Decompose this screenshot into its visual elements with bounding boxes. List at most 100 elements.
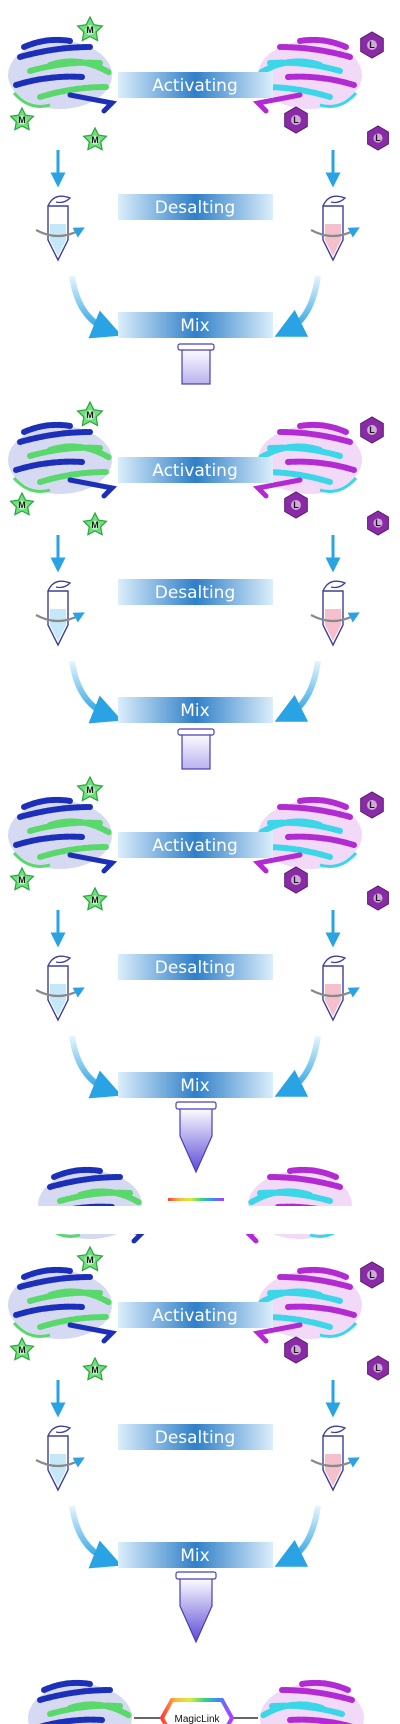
- m-reagent-star-symbol: M: [18, 1345, 26, 1355]
- l-reagent-hexagon-symbol: L: [375, 1363, 381, 1373]
- l-reagent-hexagon-symbol: L: [369, 1270, 375, 1280]
- l-reagent-hexagon: L: [360, 31, 384, 59]
- m-reagent-star: M: [76, 15, 104, 42]
- l-reagent-hexagon-symbol: L: [369, 40, 375, 50]
- preview-linker: [168, 1198, 224, 1201]
- desalting-band: [118, 194, 273, 220]
- desalting-label: Desalting: [155, 958, 236, 978]
- l-reagent-hexagon-symbol: L: [293, 875, 299, 885]
- right-protein: [252, 36, 362, 114]
- left-desalting-column-spin-icon: [35, 227, 85, 238]
- m-reagent-star-symbol: M: [18, 500, 26, 510]
- m-reagent-star-symbol: M: [86, 25, 94, 35]
- left-desalting-column-spin-icon: [35, 612, 85, 623]
- left-desalting-column-spin-icon: [35, 1457, 85, 1468]
- activating-band: [118, 457, 273, 483]
- right-desalting-column: [310, 1425, 360, 1492]
- l-reagent-hexagon: L: [360, 416, 384, 444]
- l-reagent-hexagon-symbol: L: [369, 800, 375, 810]
- m-reagent-star-symbol: M: [86, 1255, 94, 1265]
- l-reagent-hexagon: L: [284, 491, 308, 519]
- conjugate-left-protein: [28, 1679, 133, 1724]
- right-desalting-column-spin-icon: [310, 612, 360, 623]
- m-reagent-star-symbol: M: [91, 895, 99, 905]
- right-protein: [252, 1266, 362, 1344]
- right-mix-arrow: [274, 275, 321, 337]
- m-reagent-star-symbol: M: [91, 520, 99, 530]
- l-reagent-hexagon: L: [367, 125, 389, 151]
- desalting-label: Desalting: [155, 583, 236, 603]
- left-protein: [8, 1266, 118, 1344]
- m-reagent-star: M: [9, 491, 35, 516]
- m-reagent-star: M: [76, 400, 104, 427]
- mix-band: [118, 1072, 273, 1098]
- mix-label: Mix: [180, 1076, 209, 1096]
- desalting-label: Desalting: [155, 198, 236, 218]
- m-reagent-star: M: [82, 886, 108, 911]
- right-desalting-column: [310, 195, 360, 262]
- conjugate-preview-strip: [0, 1166, 400, 1244]
- l-reagent-hexagon-symbol: L: [375, 893, 381, 903]
- m-reagent-star-symbol: M: [91, 135, 99, 145]
- right-protein: [252, 421, 362, 499]
- left-mix-arrow: [69, 1505, 122, 1569]
- mix-label: Mix: [180, 1546, 209, 1566]
- left-desalting-column-spin-icon: [35, 987, 85, 998]
- magiclink-hexagon: [159, 1698, 235, 1724]
- left-protein: [8, 796, 118, 874]
- activating-label: Activating: [152, 1306, 238, 1326]
- mixed-tube: [175, 1571, 217, 1644]
- l-reagent-hexagon: L: [284, 1336, 308, 1364]
- m-reagent-star: M: [82, 1356, 108, 1381]
- activating-label: Activating: [152, 461, 238, 481]
- m-reagent-star: M: [76, 1245, 104, 1272]
- l-reagent-hexagon-symbol: L: [375, 518, 381, 528]
- activating-band: [118, 832, 273, 858]
- conjugate-right-protein: [259, 1679, 364, 1724]
- m-reagent-star: M: [76, 775, 104, 802]
- activating-band: [118, 72, 273, 98]
- activating-label: Activating: [152, 76, 238, 96]
- left-protein: [8, 36, 118, 114]
- l-reagent-hexagon: L: [360, 791, 384, 819]
- l-reagent-hexagon: L: [367, 1355, 389, 1381]
- m-reagent-star-symbol: M: [18, 115, 26, 125]
- m-reagent-star: M: [82, 511, 108, 536]
- l-reagent-hexagon-symbol: L: [293, 500, 299, 510]
- right-protein: [252, 796, 362, 874]
- left-protein: [8, 421, 118, 499]
- m-reagent-star-symbol: M: [86, 410, 94, 420]
- l-reagent-hexagon: L: [367, 885, 389, 911]
- reaction-cup: [177, 728, 215, 770]
- left-mix-arrow: [69, 1035, 122, 1099]
- right-mix-arrow: [274, 1035, 321, 1097]
- m-reagent-star: M: [82, 126, 108, 151]
- left-mix-arrow: [69, 275, 122, 339]
- m-reagent-star-symbol: M: [86, 785, 94, 795]
- l-reagent-hexagon: L: [284, 866, 308, 894]
- right-desalting-column: [310, 580, 360, 647]
- activating-band: [118, 1302, 273, 1328]
- right-desalting-column-spin-icon: [310, 1457, 360, 1468]
- left-desalting-column: [35, 580, 85, 647]
- m-reagent-star-symbol: M: [91, 1365, 99, 1375]
- mixed-tube: [175, 1101, 217, 1174]
- l-reagent-hexagon-symbol: L: [369, 425, 375, 435]
- mix-band: [118, 312, 273, 338]
- mix-band: [118, 1542, 273, 1568]
- l-reagent-hexagon-symbol: L: [293, 115, 299, 125]
- desalting-band: [118, 954, 273, 980]
- right-desalting-column-spin-icon: [310, 987, 360, 998]
- conjugate-product: MagicLink: [28, 1679, 364, 1724]
- m-reagent-star: M: [9, 866, 35, 891]
- reaction-cup: [177, 343, 215, 385]
- left-desalting-column: [35, 1425, 85, 1492]
- l-reagent-hexagon-symbol: L: [375, 133, 381, 143]
- magiclink-label: MagicLink: [174, 1714, 220, 1724]
- l-reagent-hexagon-symbol: L: [293, 1345, 299, 1355]
